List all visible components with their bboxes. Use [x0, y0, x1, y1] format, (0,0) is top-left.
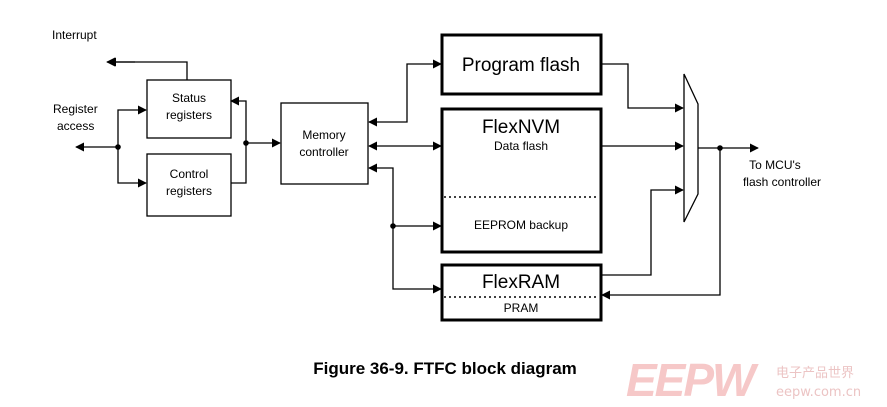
register-access-label-line2: access — [57, 119, 94, 133]
status-registers-block — [146, 79, 232, 139]
eepw-watermark-cn: 电子产品世界 — [776, 366, 854, 381]
program-flash-block — [440, 33, 603, 96]
control-to-bus — [231, 143, 247, 184]
to-control-registers — [117, 147, 147, 188]
flexnvm-block — [440, 107, 603, 254]
feedback-to-flexram — [601, 148, 721, 300]
control-registers-label-line1: Control — [170, 167, 209, 181]
eeprom-backup-label: EEPROM backup — [474, 218, 568, 232]
eepw-watermark-logo: EEPW — [626, 354, 759, 406]
mc-to-eeprom-flexram — [368, 163, 442, 294]
status-registers-label-line2: registers — [166, 108, 212, 122]
memory-controller-block — [280, 102, 369, 185]
pram-label: PRAM — [504, 301, 539, 315]
interrupt-line — [106, 57, 188, 80]
flexram-block — [440, 263, 603, 322]
output-multiplexer — [683, 73, 699, 223]
data-flash-label: Data flash — [494, 139, 548, 153]
flexram-label: FlexRAM — [482, 272, 560, 293]
memory-controller-label-line2: controller — [299, 145, 348, 159]
control-registers-label-line2: registers — [166, 184, 212, 198]
to-mcu-label-line1: To MCU's — [749, 158, 801, 172]
to-mcu-label-line2: flash controller — [743, 175, 821, 189]
register-access-label-line1: Register — [53, 102, 98, 116]
status-registers-label-line1: Status — [172, 91, 206, 105]
flexram-to-mux — [601, 185, 684, 276]
figure-caption: Figure 36-9. FTFC block diagram — [313, 359, 577, 378]
control-registers-block — [146, 153, 232, 217]
status-to-bus — [230, 96, 247, 143]
mc-to-program-flash — [368, 59, 442, 127]
program-flash-to-mux — [601, 63, 684, 113]
memory-controller-label-line1: Memory — [302, 128, 345, 142]
to-status-registers — [117, 105, 147, 147]
interrupt-label: Interrupt — [52, 28, 97, 42]
flexnvm-label: FlexNVM — [482, 117, 560, 138]
eepw-watermark-domain: eepw.com.cn — [776, 385, 861, 400]
program-flash-label: Program flash — [462, 55, 580, 76]
